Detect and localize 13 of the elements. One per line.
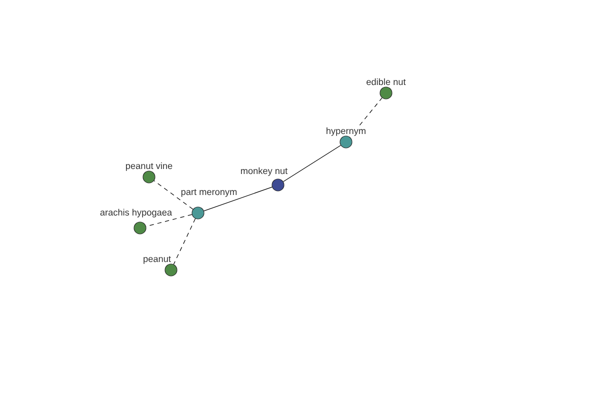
node-label: edible nut	[366, 78, 406, 86]
connector-line	[173, 218, 196, 265]
node-label: peanut	[144, 256, 171, 264]
connector-line	[146, 214, 192, 227]
node-label: monkey nut	[240, 167, 288, 176]
node-label: part meronym	[181, 189, 237, 197]
connector-line	[204, 186, 272, 212]
connector-line	[359, 98, 382, 126]
connector-line	[154, 180, 194, 210]
node-label: hypernym	[326, 127, 366, 136]
connector-line	[283, 145, 341, 182]
node-label: arachis hypogaea	[100, 208, 172, 218]
node-label: peanut vine	[126, 162, 172, 171]
